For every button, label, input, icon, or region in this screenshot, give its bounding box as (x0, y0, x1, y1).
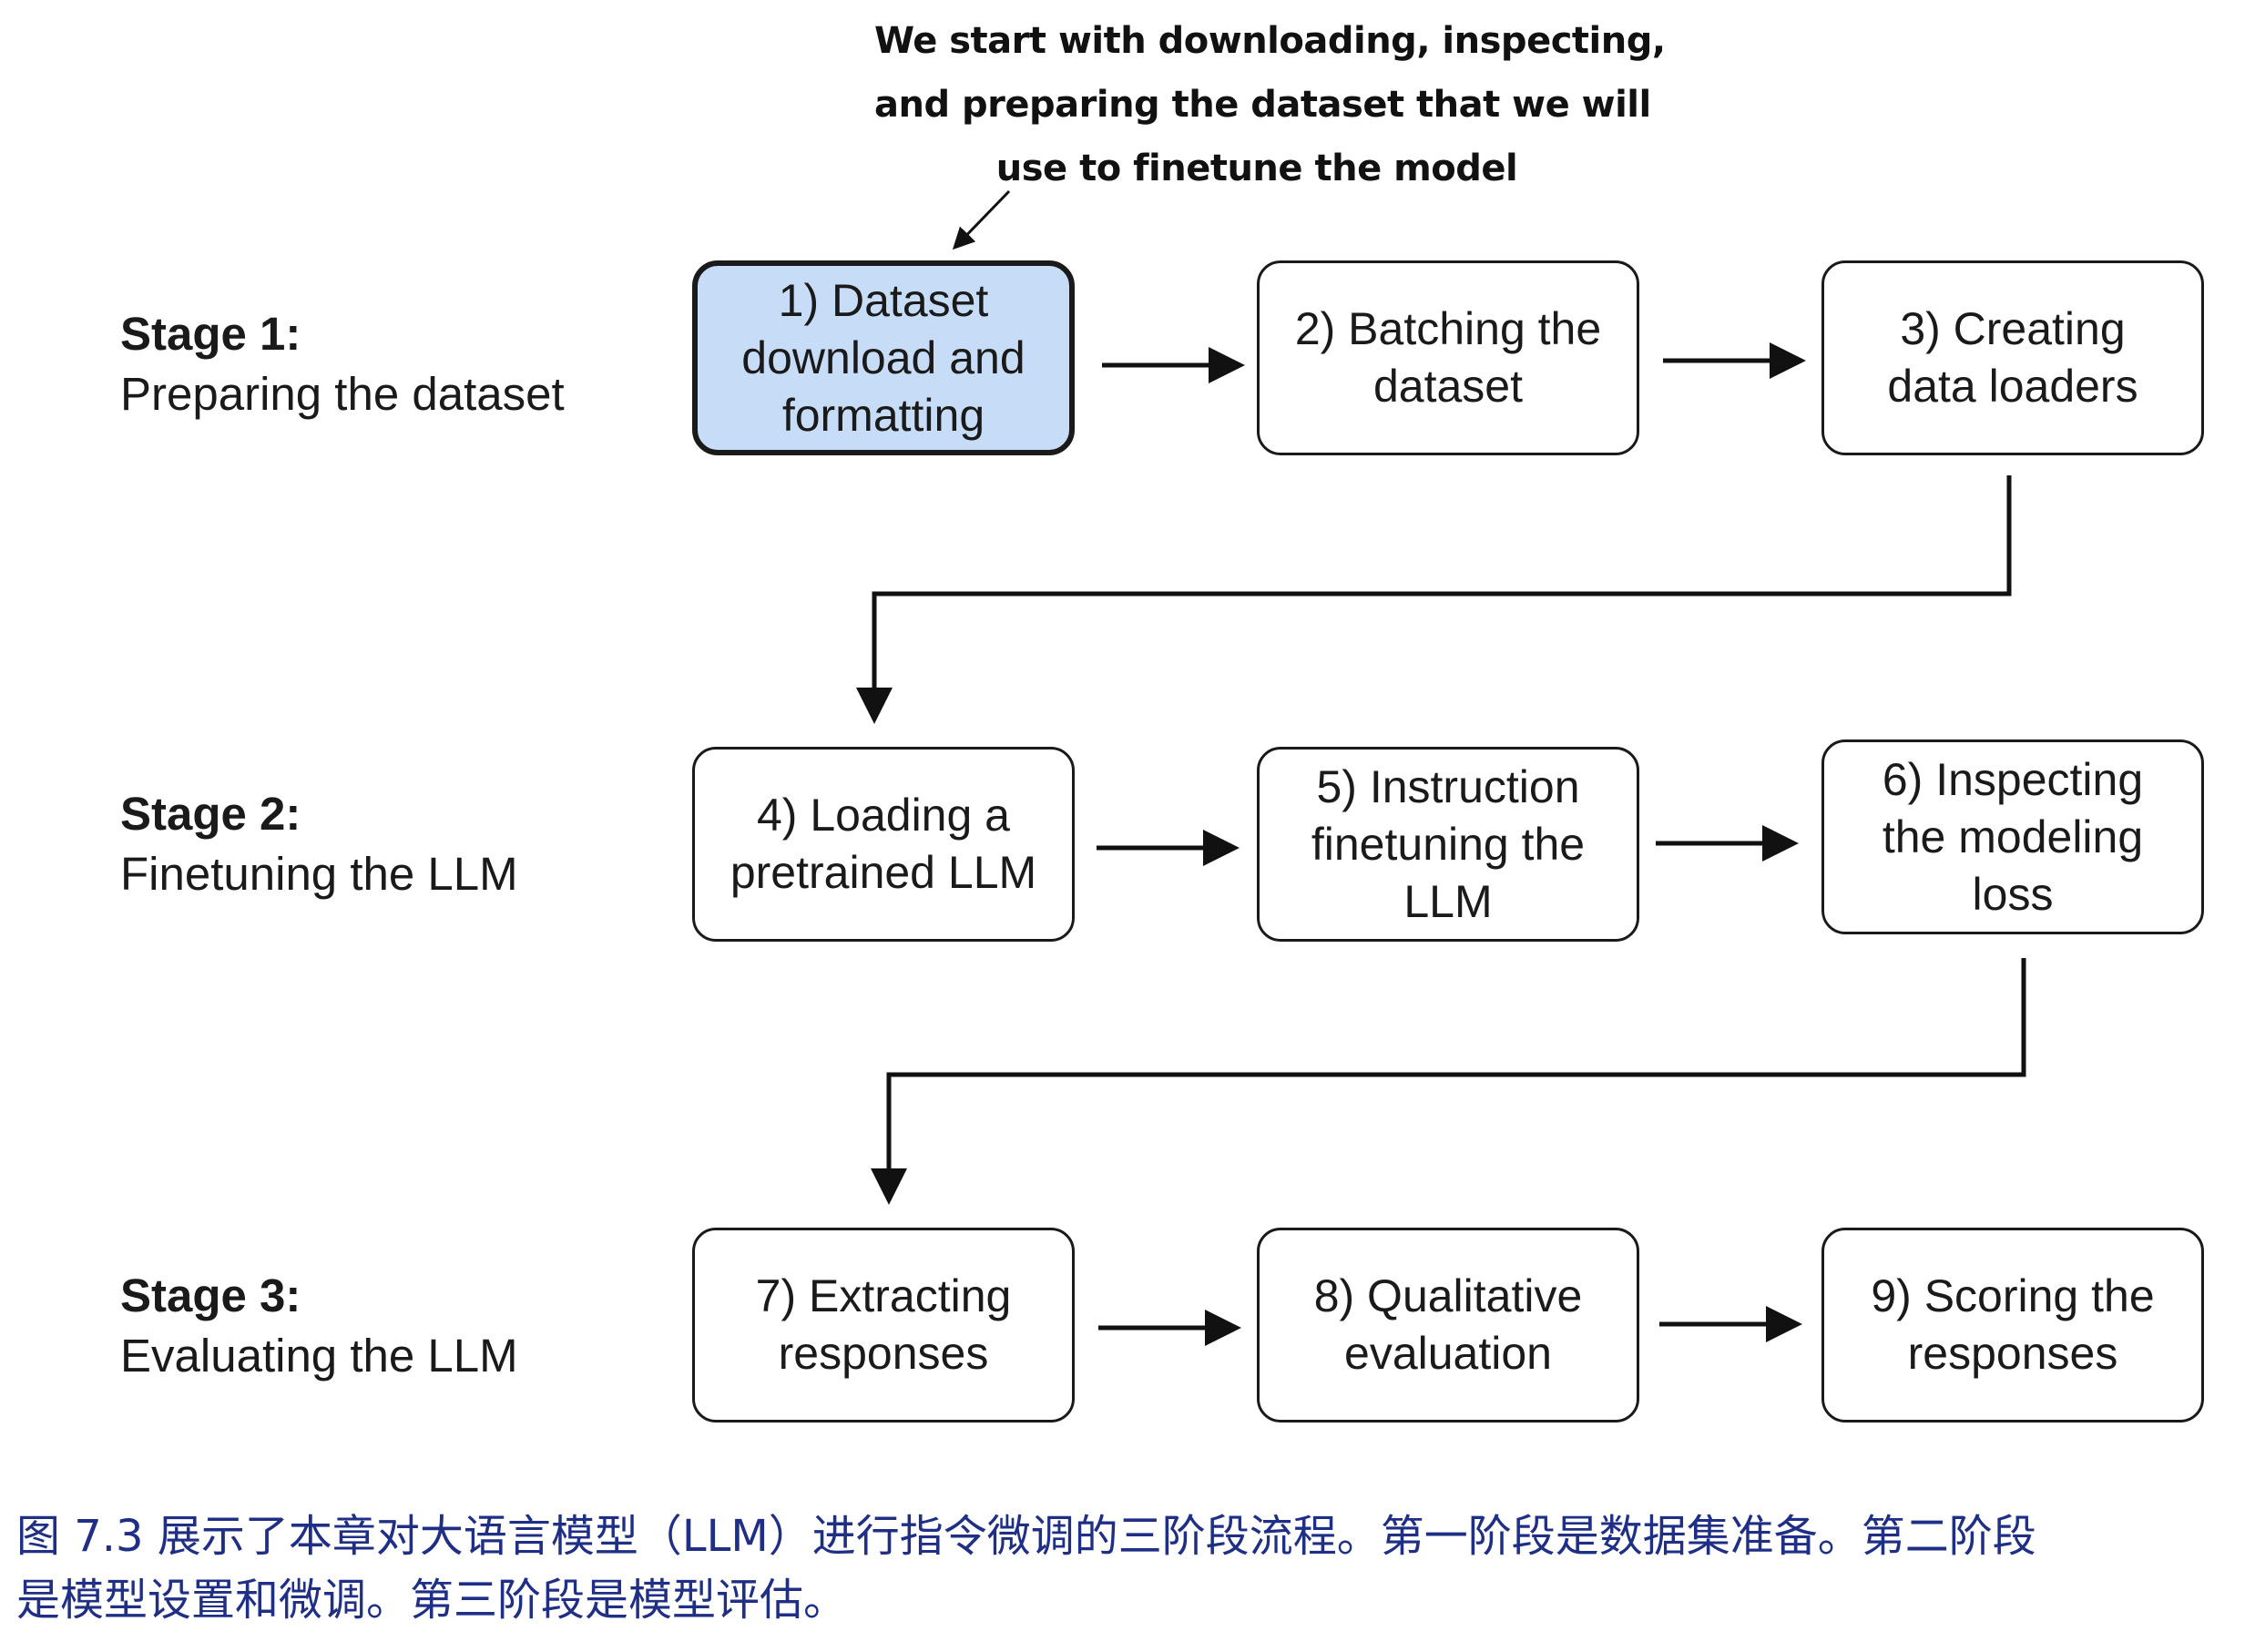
stage-2-label: Stage 2: Finetuning the LLM (120, 784, 518, 904)
caption-line: 图 7.3 展示了本章对大语言模型（LLM）进行指令微调的三阶段流程。第一阶段是… (16, 1511, 2036, 1562)
step-label: 8) Qualitative evaluation (1313, 1270, 1583, 1379)
stage-3-label: Stage 3: Evaluating the LLM (120, 1266, 518, 1386)
stage-title: Stage 3: (120, 1270, 301, 1321)
step-6-inspect-loss-box: 6) Inspecting the modeling loss (1821, 739, 2204, 934)
step-label: 7) Extracting responses (755, 1270, 1012, 1379)
figure-caption: 图 7.3 展示了本章对大语言模型（LLM）进行指令微调的三阶段流程。第一阶段是… (16, 1504, 2239, 1632)
step-9-scoring-box: 9) Scoring the responses (1821, 1228, 2204, 1423)
annotation-line: We start with downloading, inspecting, (874, 20, 1666, 62)
step-label: 5) Instruction finetuning the LLM (1311, 760, 1586, 927)
annotation-callout: We start with downloading, inspecting, a… (874, 9, 1666, 200)
step-label: 1) Dataset download and formatting (741, 274, 1025, 441)
stage-title: Stage 1: (120, 308, 301, 360)
step-label: 2) Batching the dataset (1294, 303, 1602, 412)
step-7-extract-responses-box: 7) Extracting responses (692, 1228, 1075, 1423)
annotation-pointer-arrow (952, 189, 1011, 250)
step-label: 3) Creating data loaders (1887, 303, 2138, 412)
step-4-load-pretrained-box: 4) Loading a pretrained LLM (692, 747, 1075, 942)
stage-subtitle: Preparing the dataset (120, 368, 565, 420)
stage-title: Stage 2: (120, 788, 301, 840)
caption-line: 是模型设置和微调。第三阶段是模型评估。 (16, 1575, 848, 1626)
step-label: 4) Loading a pretrained LLM (730, 790, 1037, 898)
stage-subtitle: Evaluating the LLM (120, 1330, 518, 1382)
stage-subtitle: Finetuning the LLM (120, 848, 518, 900)
step-label: 9) Scoring the responses (1871, 1270, 2155, 1379)
connector-3-to-4 (856, 475, 2012, 724)
step-1-dataset-download-box: 1) Dataset download and formatting (692, 260, 1075, 455)
annotation-line: and preparing the dataset that we will (874, 84, 1651, 126)
step-5-instruction-finetuning-box: 5) Instruction finetuning the LLM (1257, 747, 1639, 942)
step-3-data-loaders-box: 3) Creating data loaders (1821, 260, 2204, 455)
annotation-line: use to finetune the model (995, 148, 1518, 189)
stage-1-label: Stage 1: Preparing the dataset (120, 304, 565, 424)
connector-6-to-7 (871, 958, 2026, 1205)
step-2-batching-box: 2) Batching the dataset (1257, 260, 1639, 455)
step-label: 6) Inspecting the modeling loss (1882, 753, 2144, 920)
step-8-qualitative-eval-box: 8) Qualitative evaluation (1257, 1228, 1639, 1423)
